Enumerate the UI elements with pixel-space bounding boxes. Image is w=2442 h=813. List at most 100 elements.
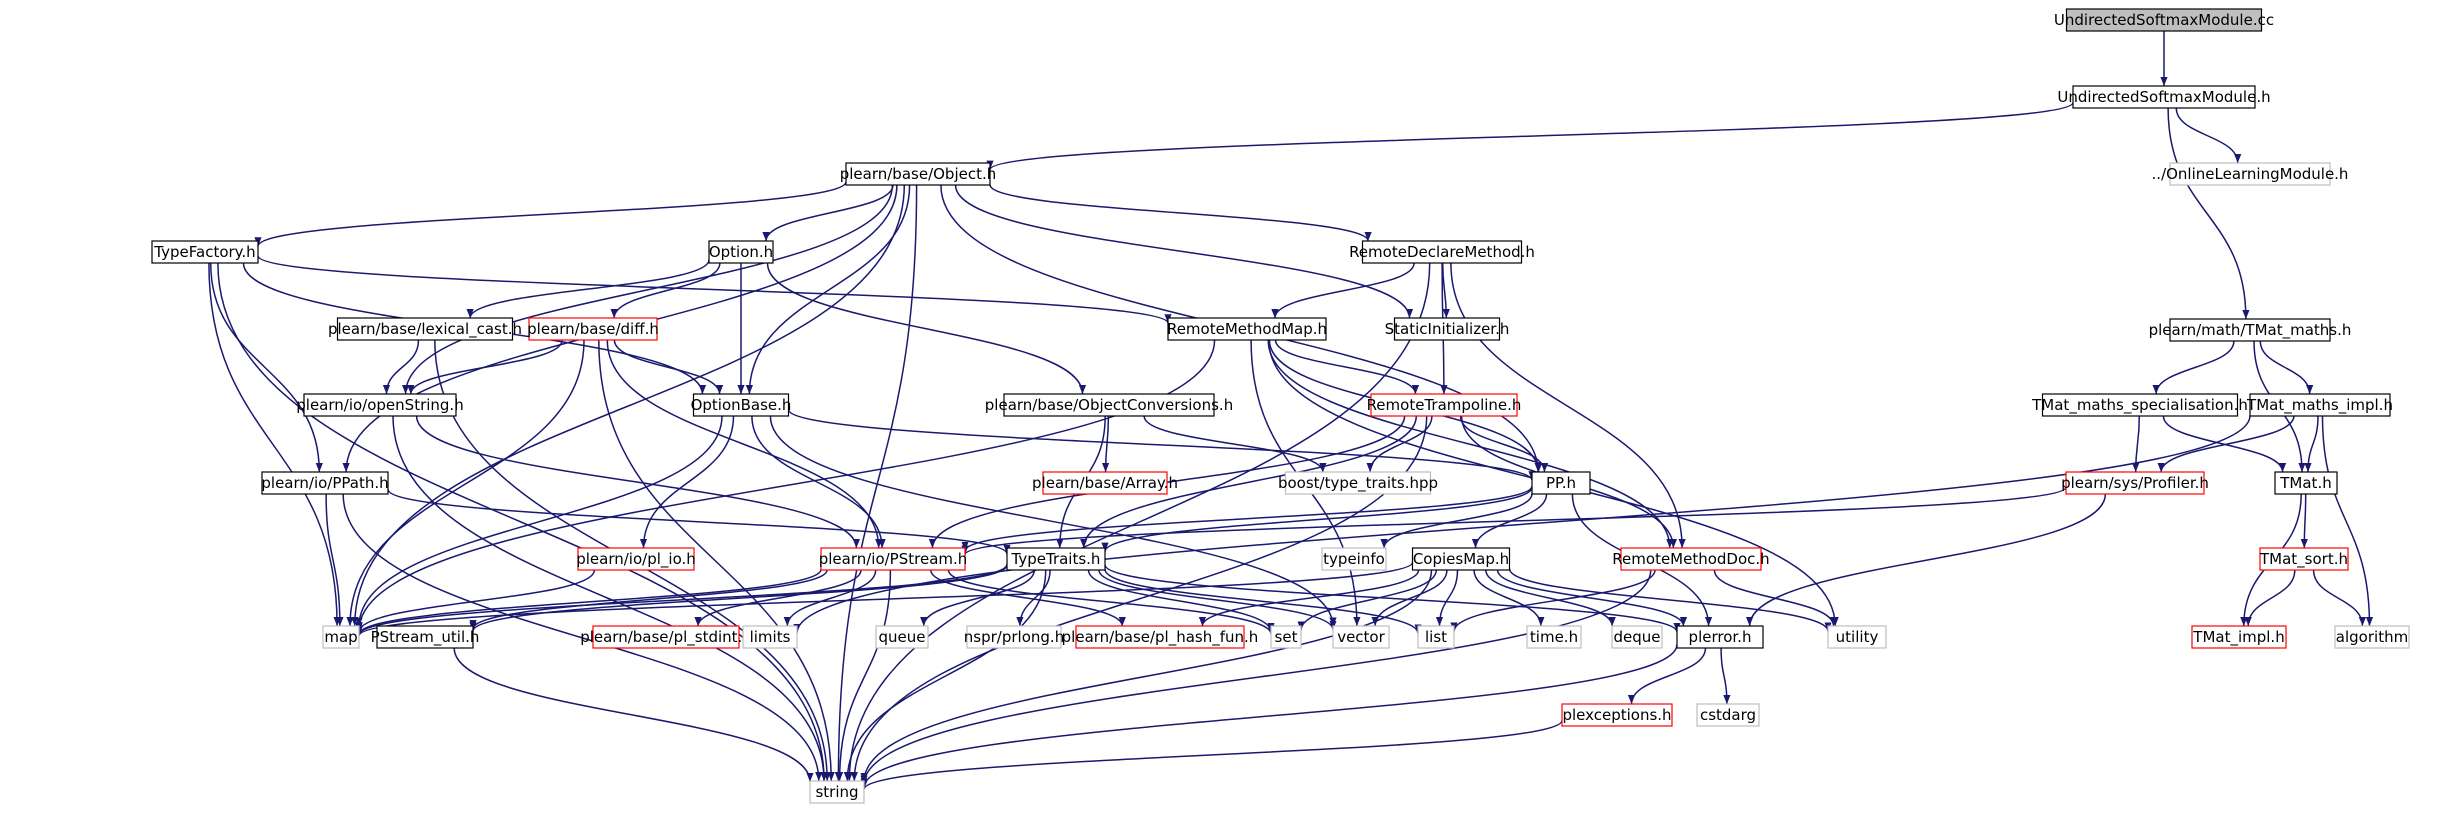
node-n24[interactable]: plearn/io/pl_io.h	[576, 547, 696, 571]
node-label: vector	[1337, 628, 1385, 646]
node-box	[1620, 547, 1762, 571]
edge-n30-n45	[2244, 569, 2296, 627]
edge-n21-n25	[961, 485, 1533, 552]
node-n1[interactable]: UndirectedSoftmaxModule.h	[2057, 85, 2271, 109]
node-n18[interactable]: TMat_maths_specialisation.h	[2031, 393, 2248, 417]
node-n41[interactable]: time.h	[1526, 625, 1582, 649]
node-n3[interactable]: ../OnlineLearningModule.h	[2152, 162, 2349, 186]
edge-n22-n43	[1746, 493, 2107, 627]
node-n47[interactable]: plexceptions.h	[1561, 703, 1673, 727]
node-n13[interactable]: OptionBase.h	[691, 393, 792, 417]
node-n16[interactable]: plearn/base/Array.h	[1032, 471, 1178, 495]
edge-n43-n49	[860, 644, 1678, 788]
edge-n12-n49	[392, 415, 828, 782]
edge-n12-n25	[415, 415, 860, 549]
node-n35[interactable]: queue	[875, 625, 929, 649]
node-n45[interactable]: TMat_impl.h	[2191, 625, 2287, 649]
edge-n28-n40	[1435, 569, 1459, 627]
node-box	[692, 393, 790, 417]
edge-n5-n20	[209, 262, 323, 473]
node-n12[interactable]: plearn/io/openString.h	[296, 393, 464, 417]
node-n36[interactable]: nspr/prlong.h	[964, 625, 1064, 649]
node-n5[interactable]: TypeFactory.h	[151, 240, 259, 264]
node-n21[interactable]: PP.h	[1531, 471, 1591, 495]
node-box	[303, 393, 457, 417]
node-n19[interactable]: TMat_maths_impl.h	[2246, 393, 2393, 417]
edge-n1-n3	[2175, 107, 2242, 164]
node-box	[1696, 703, 1760, 727]
edge-n26-n40	[1104, 568, 1422, 634]
node-n6[interactable]: Option.h	[708, 240, 774, 264]
edge-n18-n23	[2162, 415, 2287, 473]
edge-n25-n31	[355, 568, 822, 635]
node-n43[interactable]: plerror.h	[1676, 625, 1764, 649]
node-n39[interactable]: vector	[1332, 625, 1390, 649]
node-label: plearn/base/lexical_cast.h	[328, 320, 522, 339]
edge-n26-n43	[1104, 564, 1681, 633]
edge-n1-n4	[2167, 107, 2250, 320]
node-n30[interactable]: TMat_sort.h	[2259, 547, 2349, 571]
node-n9[interactable]: plearn/base/diff.h	[527, 317, 659, 341]
edge-n15-n26	[1080, 415, 1418, 549]
node-n10[interactable]: RemoteMethodMap.h	[1167, 317, 1327, 341]
node-label: deque	[1613, 628, 1660, 646]
node-n11[interactable]: StaticInitializer.h	[1385, 317, 1510, 341]
node-n7[interactable]: RemoteDeclareMethod.h	[1349, 240, 1535, 264]
edge-n20-n31	[325, 493, 344, 627]
node-n34[interactable]: limits	[742, 625, 798, 649]
node-n22[interactable]: plearn/sys/Profiler.h	[2061, 471, 2209, 495]
node-n29[interactable]: RemoteMethodDoc.h	[1612, 547, 1770, 571]
edge-n28-n42	[1485, 569, 1616, 627]
edge-n5-n10	[257, 255, 1172, 324]
node-n15[interactable]: RemoteTrampoline.h	[1367, 393, 1522, 417]
node-n42[interactable]: deque	[1611, 625, 1663, 649]
node-box	[336, 317, 514, 341]
edge-n26-n39	[1098, 569, 1337, 631]
node-n38[interactable]: set	[1270, 625, 1302, 649]
node-n31[interactable]: map	[322, 625, 360, 649]
node-box	[2259, 547, 2349, 571]
node-n17[interactable]: boost/type_traits.hpp	[1278, 471, 1438, 495]
node-n8[interactable]: plearn/base/lexical_cast.h	[328, 317, 522, 341]
node-n40[interactable]: list	[1417, 625, 1455, 649]
edge-n9-n13	[613, 339, 724, 395]
node-n28[interactable]: CopiesMap.h	[1411, 547, 1511, 571]
node-n48[interactable]: cstdarg	[1696, 703, 1760, 727]
node-n25[interactable]: plearn/io/PStream.h	[819, 547, 968, 571]
node-label: plearn/sys/Profiler.h	[2061, 474, 2209, 492]
edge-n28-n39	[1371, 569, 1448, 627]
node-n26[interactable]: TypeTraits.h	[1006, 547, 1106, 571]
node-n27[interactable]: typeinfo	[1321, 547, 1387, 571]
edge-n19-n22	[2157, 415, 2295, 473]
node-box	[820, 547, 966, 571]
node-n49[interactable]: string	[809, 780, 865, 804]
node-n46[interactable]: algorithm	[2334, 625, 2410, 649]
node-n32[interactable]: PStream_util.h	[371, 625, 480, 649]
node-n23[interactable]: TMat.h	[2274, 471, 2338, 495]
edge-n43-n48	[1720, 647, 1731, 705]
node-n2[interactable]: plearn/base/Object.h	[840, 162, 997, 186]
node-n33[interactable]: plearn/base/pl_stdint.h	[580, 625, 752, 649]
edge-n14-n16	[1102, 415, 1110, 473]
node-box	[2072, 85, 2256, 109]
edge-n19-n34	[793, 415, 2251, 634]
node-n37[interactable]: plearn/base/pl_hash_fun.h	[1062, 625, 1259, 649]
node-box	[592, 625, 740, 649]
edge-n15-n49	[850, 415, 1428, 782]
node-n4[interactable]: plearn/math/TMat_maths.h	[2149, 318, 2352, 342]
node-label: typeinfo	[1323, 550, 1385, 568]
edges-layer	[208, 30, 2374, 790]
edge-n28-n44	[1508, 568, 1832, 632]
node-n44[interactable]: utility	[1827, 625, 1887, 649]
node-label: plearn/base/pl_stdint.h	[580, 628, 752, 647]
node-label: plearn/base/pl_hash_fun.h	[1062, 628, 1259, 647]
node-box	[2249, 393, 2391, 417]
node-label: TypeFactory.h	[153, 243, 255, 261]
node-n14[interactable]: plearn/base/ObjectConversions.h	[985, 393, 1233, 417]
node-n20[interactable]: plearn/io/PPath.h	[261, 471, 389, 495]
edge-n28-n49	[860, 569, 1433, 782]
node-label: plearn/io/PPath.h	[261, 474, 388, 492]
edge-n15-n25	[928, 415, 1406, 549]
edge-n8-n12	[382, 339, 420, 395]
node-label: PStream_util.h	[371, 628, 480, 647]
